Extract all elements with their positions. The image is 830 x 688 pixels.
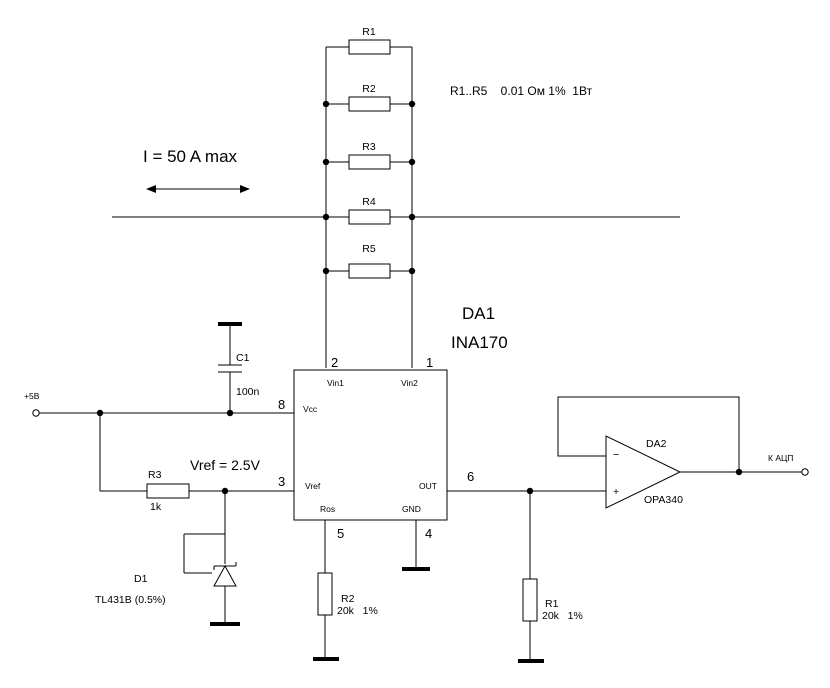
shunt-resistor-r1: R1	[326, 26, 412, 55]
supply-terminal	[32, 409, 40, 417]
shunt-r3-label: R3	[362, 141, 376, 153]
da2-plus-sign: +	[613, 486, 619, 498]
d1-ref-label: D1	[134, 573, 148, 585]
resistor-r2-ros: R2 20k 1%	[313, 520, 378, 661]
zener-d1: D1 TL431B (0.5%)	[95, 491, 240, 626]
shunt-resistor-r4: R4	[348, 196, 391, 225]
supply-input: +5В	[24, 391, 294, 417]
r3-ref-label: R3	[148, 469, 162, 481]
shunt-resistor-r3: R3	[326, 141, 412, 170]
shunt-r1-label: R1	[362, 26, 376, 38]
da2-part-label: OPA340	[644, 494, 683, 506]
da1-pin-vin1-name: Vin1	[327, 378, 344, 388]
da1-pin-ros-name: Ros	[320, 504, 335, 514]
d1-part-label: TL431B (0.5%)	[95, 594, 166, 606]
output-net	[447, 487, 606, 495]
adc-output-terminal	[801, 468, 809, 476]
da2-feedback-wire	[557, 396, 740, 472]
r2-value-label: 20k 1%	[337, 605, 378, 617]
shunt-r4-label: R4	[362, 196, 376, 208]
da1-pin-out-number: 6	[467, 469, 474, 484]
shunt-r5-label: R5	[362, 243, 376, 255]
current-max-label: I = 50 A max	[143, 147, 238, 166]
da1-pin-vref-number: 3	[278, 474, 285, 489]
da1-ref-label: DA1	[462, 304, 495, 323]
adc-output-label: К АЦП	[768, 453, 793, 463]
capacitor-c1: C1 100n	[218, 322, 260, 413]
opamp-da2: − + DA2 OPA340	[557, 396, 802, 509]
shunt-bank: R1 R2 R3 R4 R5	[322, 26, 416, 368]
da1-pin-vin2-name: Vin2	[401, 378, 418, 388]
da1-body	[293, 369, 448, 521]
da1-pin-vcc-number: 8	[278, 397, 285, 412]
resistor-r1-load: R1 20k 1%	[518, 491, 583, 663]
r1-value-label: 20k 1%	[542, 610, 583, 622]
r2-ref-label: R2	[341, 593, 355, 605]
shunt-spec-note: R1..R5 0.01 Ом 1% 1Вт	[450, 84, 593, 98]
da1-pin-vin1-number: 2	[331, 355, 338, 370]
da1-pin-gnd-name: GND	[402, 504, 421, 514]
da2-minus-sign: −	[613, 449, 619, 461]
da1-pin-gnd-number: 4	[425, 526, 432, 541]
da1-pin-vcc-name: Vcc	[303, 404, 318, 414]
r3-resistor	[146, 483, 190, 499]
vref-label: Vref = 2.5V	[190, 457, 261, 473]
da2-ref-label: DA2	[646, 438, 667, 450]
shunt-resistor-r5: R5	[326, 243, 412, 279]
da1-ina170: DA1 INA170 Vin1 Vin2 Vcc Vref OUT Ros GN…	[278, 304, 508, 541]
da1-part-label: INA170	[451, 333, 508, 352]
r3-value-label: 1k	[150, 501, 162, 513]
supply-label: +5В	[24, 391, 40, 401]
da1-pin-vref-name: Vref	[305, 481, 321, 491]
da1-pin-vin2-number: 1	[426, 355, 433, 370]
c1-value-label: 100n	[236, 386, 260, 398]
da1-pin-out-name: OUT	[419, 481, 437, 491]
shunt-resistor-r2: R2	[326, 83, 412, 112]
da2-triangle	[605, 435, 682, 509]
current-direction-arrow	[146, 185, 250, 193]
vref-network: R3 1k Vref = 2.5V	[99, 413, 294, 513]
da1-pin-ros-number: 5	[337, 526, 344, 541]
r1-ref-label: R1	[545, 598, 559, 610]
c1-ref-label: C1	[236, 352, 250, 364]
shunt-r2-label: R2	[362, 83, 376, 95]
